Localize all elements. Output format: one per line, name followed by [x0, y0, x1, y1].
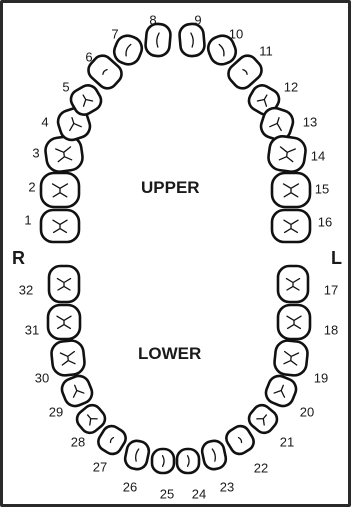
left-side-label: L — [331, 248, 342, 269]
tooth-number-10: 10 — [229, 26, 243, 41]
tooth-crown — [179, 23, 206, 57]
tooth-23 — [200, 439, 227, 471]
tooth-29 — [59, 373, 95, 409]
tooth-number-22: 22 — [254, 460, 268, 475]
tooth-number-31: 31 — [25, 322, 39, 337]
tooth-number-29: 29 — [49, 404, 63, 419]
tooth-number-19: 19 — [314, 370, 328, 385]
right-side-label: R — [12, 248, 25, 269]
tooth-number-25: 25 — [160, 486, 174, 501]
tooth-15 — [272, 173, 310, 207]
tooth-number-18: 18 — [324, 322, 338, 337]
tooth-25 — [152, 449, 174, 473]
tooth-number-7: 7 — [111, 26, 118, 41]
tooth-crown — [200, 439, 227, 471]
tooth-crown — [123, 439, 150, 471]
tooth-21 — [245, 401, 280, 436]
tooth-number-11: 11 — [259, 43, 273, 58]
tooth-number-4: 4 — [41, 114, 48, 129]
tooth-crown — [145, 23, 172, 57]
tooth-number-12: 12 — [284, 79, 298, 94]
tooth-number-2: 2 — [28, 179, 35, 194]
tooth-number-13: 13 — [303, 114, 317, 129]
tooth-26 — [123, 439, 150, 471]
tooth-number-30: 30 — [35, 370, 49, 385]
tooth-22 — [223, 423, 257, 458]
tooth-crown — [152, 449, 174, 473]
tooth-number-14: 14 — [311, 148, 325, 163]
tooth-19 — [273, 339, 308, 376]
tooth-crown — [223, 423, 257, 458]
tooth-9 — [179, 23, 206, 57]
tooth-number-9: 9 — [194, 12, 201, 27]
tooth-20 — [263, 373, 299, 409]
tooth-number-1: 1 — [24, 212, 31, 227]
tooth-number-8: 8 — [149, 12, 156, 27]
tooth-30 — [50, 339, 85, 376]
tooth-17 — [278, 266, 308, 302]
tooth-16 — [272, 210, 310, 242]
tooth-number-26: 26 — [123, 479, 137, 494]
tooth-number-5: 5 — [62, 79, 69, 94]
tooth-18 — [278, 305, 310, 339]
tooth-number-21: 21 — [280, 434, 294, 449]
tooth-number-16: 16 — [318, 214, 332, 229]
tooth-32 — [49, 266, 79, 302]
tooth-number-23: 23 — [220, 479, 234, 494]
tooth-number-17: 17 — [324, 282, 338, 297]
tooth-31 — [48, 305, 80, 339]
tooth-number-3: 3 — [32, 145, 39, 160]
upper-arch-label: UPPER — [141, 178, 200, 198]
tooth-crown — [177, 449, 199, 473]
tooth-1 — [41, 210, 79, 242]
tooth-number-24: 24 — [192, 486, 206, 501]
tooth-number-27: 27 — [93, 459, 107, 474]
lower-arch-label: LOWER — [138, 344, 201, 364]
tooth-number-28: 28 — [71, 434, 85, 449]
tooth-2 — [41, 173, 79, 207]
tooth-24 — [177, 449, 199, 473]
tooth-8 — [145, 23, 172, 57]
tooth-number-32: 32 — [19, 282, 33, 297]
tooth-number-20: 20 — [300, 404, 314, 419]
tooth-3 — [44, 135, 84, 174]
tooth-number-6: 6 — [85, 49, 92, 64]
tooth-14 — [267, 135, 307, 174]
tooth-number-15: 15 — [315, 181, 329, 196]
